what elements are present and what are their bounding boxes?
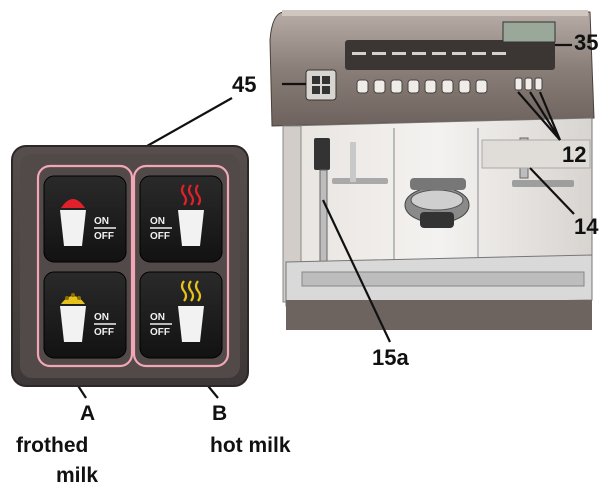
off-label: OFF (150, 327, 170, 338)
leader-15a (322, 199, 391, 343)
cup-shelf-left (332, 178, 388, 184)
right-cup-shelf (512, 180, 574, 187)
small-button-pad (305, 69, 337, 101)
button-hot-milk-red[interactable]: ON OFF (139, 175, 223, 263)
group-b-letter: B (212, 402, 227, 425)
cup-yellow-foam-icon (60, 293, 86, 342)
off-label: OFF (94, 327, 114, 338)
leader-14 (529, 167, 575, 215)
steam-buttons (514, 77, 543, 91)
callout-12: 12 (562, 142, 586, 167)
on-label: ON (94, 312, 109, 323)
caption-frothed: frothed (16, 434, 88, 457)
button-hot-milk-yellow[interactable]: ON OFF (139, 271, 223, 359)
drip-tray-front (286, 300, 592, 330)
espresso-machine (269, 10, 595, 330)
callout-15a: 15a (372, 345, 409, 370)
caption-hot-milk: hot milk (210, 434, 291, 457)
caption-milk: milk (56, 464, 98, 487)
milk-button-panel: ON OFF ON OFF ON OFF (11, 145, 249, 387)
on-label: ON (94, 216, 109, 227)
left-tube (350, 142, 356, 182)
cup-red-steam-icon (178, 184, 204, 246)
leader-12b (529, 91, 561, 141)
cup-yellow-steam-icon (178, 280, 204, 342)
group-outline-a (36, 164, 134, 368)
group-head-ring (410, 189, 464, 211)
off-label: OFF (94, 231, 114, 242)
callout-45: 45 (232, 72, 256, 97)
control-strip (345, 40, 555, 70)
button-frothed-milk-red[interactable]: ON OFF (43, 175, 127, 263)
right-panel-top (481, 139, 591, 169)
off-label: OFF (150, 231, 170, 242)
cup-red-foam-icon (60, 199, 86, 246)
dosing-buttons (356, 79, 488, 94)
steam-wand-holder (314, 138, 330, 170)
leader-12c (538, 91, 562, 141)
group-a-letter: A (80, 402, 95, 425)
steam-wand (319, 169, 328, 271)
control-labels (352, 52, 506, 55)
leader-panel (139, 97, 233, 151)
lcd-display (502, 21, 556, 43)
button-frothed-milk-yellow[interactable]: ON OFF (43, 271, 127, 359)
group-outline-b (132, 164, 230, 368)
leader-12a (517, 91, 561, 141)
on-label: ON (150, 312, 165, 323)
portafilter (420, 212, 454, 228)
callout-35: 35 (574, 30, 598, 55)
leader-lines (63, 43, 575, 399)
on-label: ON (150, 216, 165, 227)
callout-14: 14 (574, 214, 599, 239)
machine-top-edge (282, 10, 588, 16)
portafilter-top (410, 178, 466, 190)
drip-tray-grille (301, 271, 585, 287)
small-button-pad-icon (312, 76, 330, 94)
